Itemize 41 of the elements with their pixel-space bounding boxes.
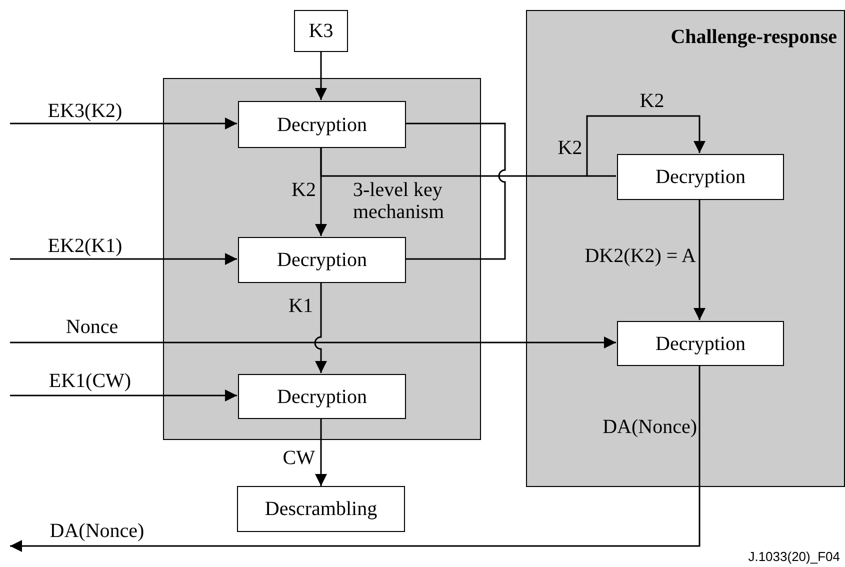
box-label: Decryption: [656, 166, 746, 188]
arrow: [10, 253, 237, 265]
box-label: Decryption: [277, 386, 367, 408]
process-box: [238, 374, 406, 419]
arrow: [10, 390, 237, 402]
box-label: K3: [308, 20, 334, 42]
arrow: [314, 282, 327, 373]
process-box: [617, 321, 784, 366]
arrow: [694, 199, 706, 320]
process-box: [238, 237, 406, 283]
figure-id: J.1033(20)_F04: [748, 550, 840, 564]
box-label: Decryption: [656, 332, 746, 354]
edge-label: CW: [282, 447, 315, 469]
edge-label: DA(Nonce): [602, 416, 697, 438]
edge-label: EK1(CW): [48, 370, 132, 392]
edge-label: K2: [640, 90, 664, 112]
edge-label: Nonce: [66, 316, 118, 338]
edge-label: K1: [288, 295, 313, 317]
panel-label: 3-level key mechanism: [353, 179, 446, 223]
process-box: [237, 486, 405, 532]
process-box: [617, 154, 784, 200]
box-label: Decryption: [277, 249, 367, 271]
key-label: K2: [558, 137, 582, 159]
edge-label: K2: [292, 179, 316, 201]
group-panel: [163, 78, 481, 440]
edge-label: EK3(K2): [48, 100, 122, 122]
arrow: [320, 115, 706, 177]
process-box: [294, 10, 348, 52]
box-label: Decryption: [277, 114, 367, 136]
box-label: Descrambling: [264, 498, 378, 520]
arrow: [315, 418, 327, 486]
edge-label: DK2(K2) = A: [584, 245, 696, 267]
arrow: [10, 365, 700, 552]
edge-label: EK2(K1): [48, 235, 122, 257]
output-label: DA(Nonce): [50, 520, 144, 542]
process-box: [238, 101, 406, 148]
arrow: [10, 118, 237, 130]
panel-heading: Challenge-response: [670, 26, 837, 48]
arrow: [10, 336, 616, 348]
group-panel: [526, 10, 845, 487]
arrow: [315, 52, 327, 100]
